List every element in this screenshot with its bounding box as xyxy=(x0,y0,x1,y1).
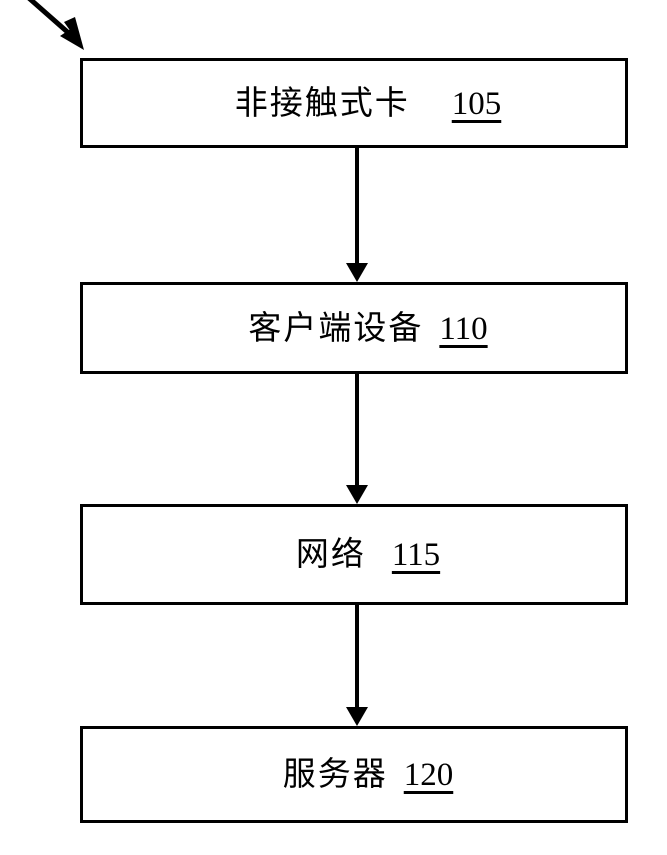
connector-card-to-client xyxy=(346,148,368,282)
arrow-down-icon xyxy=(346,263,368,282)
node-client-device[interactable]: 客户端设备 110 xyxy=(80,282,628,374)
arrow-down-icon xyxy=(346,485,368,504)
node-network[interactable]: 网络 115 xyxy=(80,504,628,605)
reference-numeral: 115 xyxy=(391,537,441,573)
reference-numeral: 120 xyxy=(403,757,454,793)
connector-line xyxy=(355,605,359,711)
reference-numeral: 105 xyxy=(451,85,502,122)
connector-line xyxy=(355,148,359,267)
reference-numeral: 110 xyxy=(439,310,488,347)
node-content: 非接触式卡 105 xyxy=(235,86,502,121)
node-content: 网络 115 xyxy=(296,537,440,572)
connector-network-to-server xyxy=(346,605,368,726)
node-label: 服务器 xyxy=(282,754,388,793)
node-contactless-card[interactable]: 非接触式卡 105 xyxy=(80,58,628,148)
connector-client-to-network xyxy=(346,374,368,504)
connector-line xyxy=(355,374,359,489)
node-label: 网络 xyxy=(295,534,366,573)
node-content: 服务器 120 xyxy=(283,757,454,792)
node-content: 客户端设备 110 xyxy=(248,311,487,346)
node-server[interactable]: 服务器 120 xyxy=(80,726,628,823)
node-label: 客户端设备 xyxy=(248,307,424,347)
arrow-down-icon xyxy=(346,707,368,726)
node-label: 非接触式卡 xyxy=(234,82,410,122)
